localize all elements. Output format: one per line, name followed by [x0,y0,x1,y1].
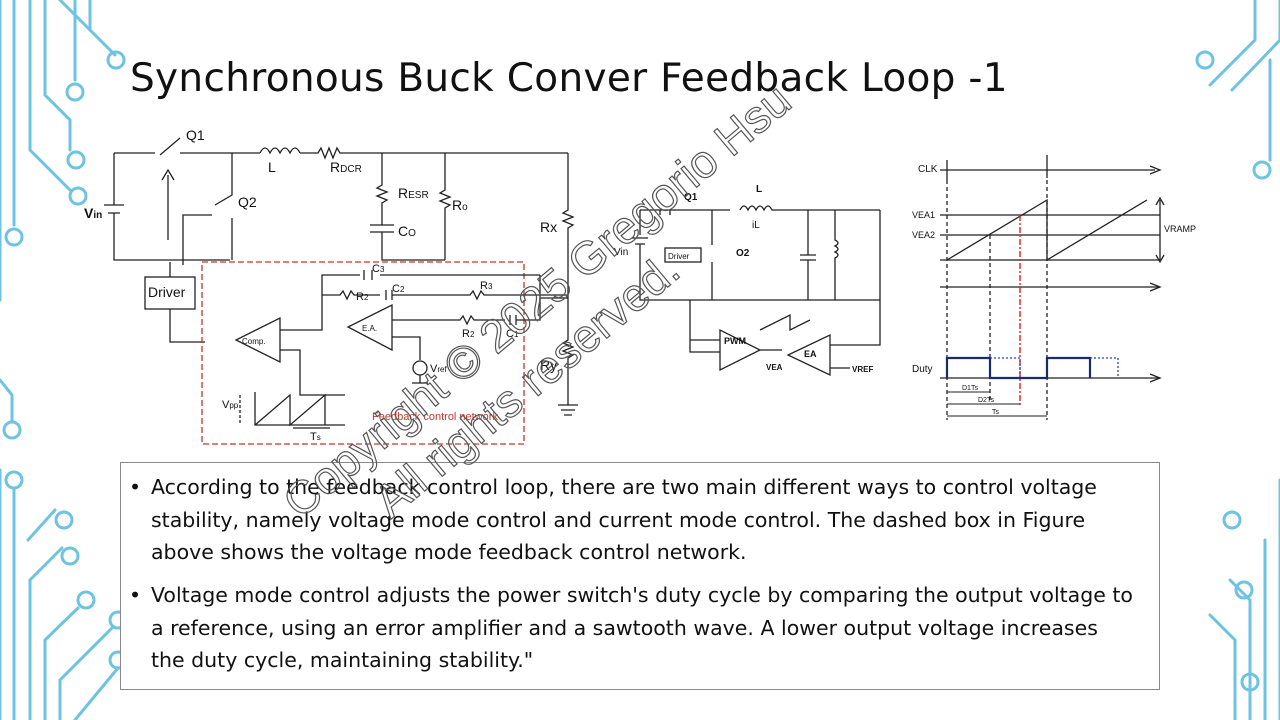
label-resr: RESR [398,185,429,201]
label-r2b: R2 [462,328,475,340]
mid-q1: Q1 [684,192,698,203]
mid-vref: VREF [852,365,873,374]
label-vin: Vin [84,205,102,221]
label-vpp: Vpp [222,399,239,411]
bullet-2: • Voltage mode control adjusts the power… [129,579,1135,677]
label-ts: Ts [310,431,321,443]
label-c2: C2 [392,283,405,295]
circuit-figures: Q1 Q2 L RDCR RESR Ro CO Rx Ry Vin Driver… [84,127,1196,445]
label-r3: R3 [480,280,493,292]
label-driver: Driver [148,284,186,300]
bullet-dot-icon: • [129,583,142,607]
label-q1: Q1 [186,127,205,143]
mid-vea: VEA [766,363,783,372]
mid-driver: Driver [668,252,690,261]
label-rdcr: RDCR [330,159,362,175]
right-clk: CLK [918,164,938,175]
label-co: CO [398,223,416,239]
mid-vin: Vin [614,247,628,258]
mid-pwm: PWM [724,336,746,346]
label-c3: C3 [372,263,385,275]
label-ro: Ro [452,197,468,213]
mid-l: L [756,184,762,195]
label-rx: Rx [540,219,557,235]
bullet-2-text: Voltage mode control adjusts the power s… [151,583,1133,672]
label-l: L [268,159,276,175]
right-duty: Duty [912,364,933,375]
label-c1: C1 [506,328,519,340]
right-d2ts: D2Ts [978,397,994,404]
mid-q2: O2 [736,248,750,259]
label-vref: Vref [430,363,447,375]
bullet-1-text: According to the feedback control loop, … [151,475,1097,564]
right-ts: Ts [992,409,1000,416]
mid-il: iL [752,220,760,231]
label-r2a: R2 [356,291,369,303]
label-q2: Q2 [238,194,257,210]
label-ry: Ry [540,357,557,373]
right-d1ts: D1Ts [962,385,978,392]
right-vea2: VEA2 [912,230,935,240]
mid-ea: EA [804,349,817,359]
slide-title: Synchronous Buck Conver Feedback Loop -1 [130,56,1008,101]
right-vea1: VEA1 [912,210,935,220]
bullet-dot-icon: • [129,475,142,499]
right-vramp: VRAMP [1164,224,1196,234]
label-comp: Comp. [242,337,266,346]
label-feedback-network: Feedback control network [372,411,498,423]
content-box: • According to the feedback control loop… [120,462,1160,690]
bullet-1: • According to the feedback control loop… [129,471,1135,569]
label-ea: E.A. [362,324,377,333]
